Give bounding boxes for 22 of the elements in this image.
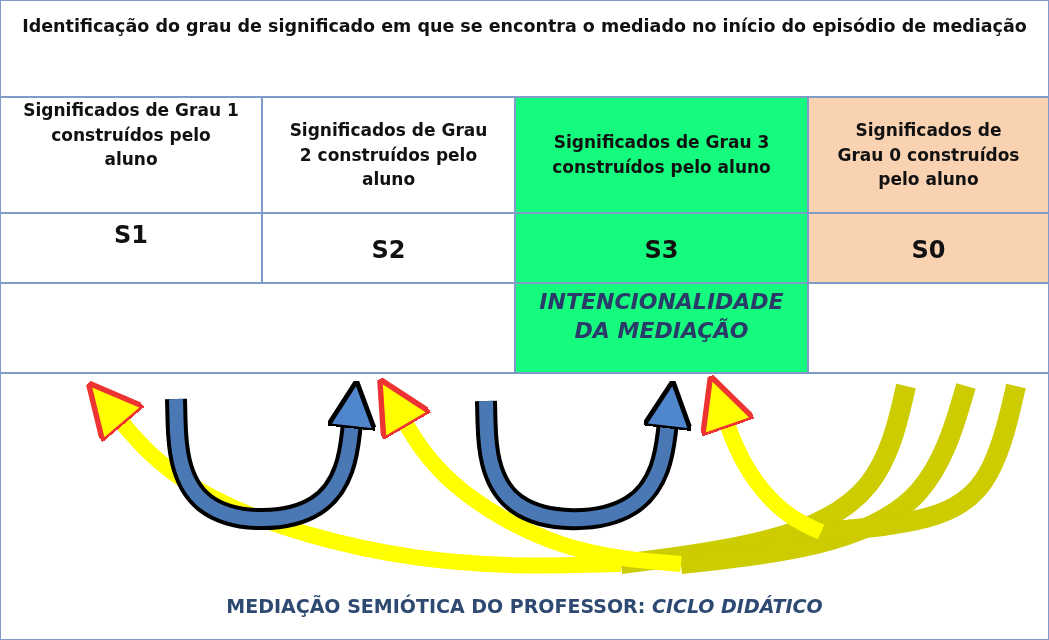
stage-label: S2 [371, 235, 406, 267]
table-cell [0, 0, 1049, 97]
column-header: Significados de Grau 3 construídos pelo aluno [551, 131, 772, 179]
table-cell [515, 97, 808, 213]
column-header: Significados de Grau 1 construídos pelo aluno [22, 99, 240, 172]
table-cell [0, 97, 262, 213]
table-cell [262, 213, 515, 283]
table-title: Identificação do grau de significado em que se encontra o mediado no início do episódio de mediação [21, 15, 1028, 38]
table-cell [515, 213, 808, 283]
stage-label: S1 [114, 220, 148, 251]
stage-label: S3 [644, 235, 679, 267]
stage-label: S0 [911, 235, 946, 267]
table-cell [0, 213, 262, 283]
table-cell [515, 283, 808, 373]
table-cell [808, 97, 1049, 213]
footer-text: MEDIAÇÃO SEMIÓTICA DO PROFESSOR: CICLO DIDÁTICO [226, 594, 823, 620]
table-cell [262, 97, 515, 213]
table-cell [808, 213, 1049, 283]
column-header: Significados de Grau 0 construídos pelo aluno [836, 119, 1021, 192]
column-header: Significados de Grau 2 construídos pelo aluno [288, 119, 489, 192]
table-cell [0, 373, 1049, 640]
cell-text: INTENCIONALIDADE DA MEDIAÇÃO [538, 288, 785, 345]
